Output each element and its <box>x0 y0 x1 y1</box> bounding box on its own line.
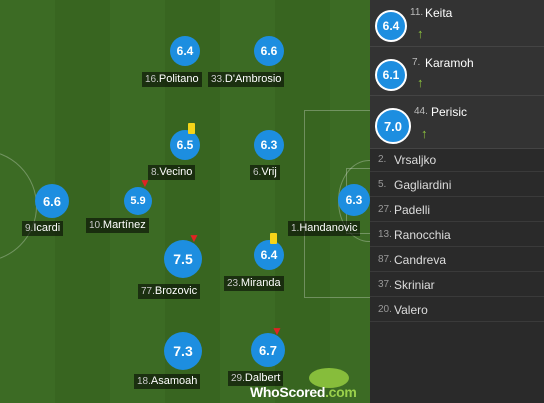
sub-out-icon: ▼ <box>139 176 151 190</box>
player-name: Gagliardini <box>394 178 452 192</box>
player-rating: 7.0 <box>375 108 411 144</box>
player-number: 29. <box>231 373 245 384</box>
player-number: 5. <box>378 179 387 190</box>
player-name-martinez[interactable]: 10.Martínez <box>86 218 149 233</box>
player-number: 11. <box>410 7 424 18</box>
bench-row[interactable]: 37.Skriniar <box>370 276 544 297</box>
player-rating[interactable]: 6.4 <box>254 240 284 270</box>
bench-row[interactable]: 13.Ranocchia <box>370 226 544 247</box>
player-rating[interactable]: 5.9 <box>124 187 152 215</box>
player-number: 23. <box>227 278 241 289</box>
player-name: Handanovic <box>299 222 358 234</box>
player-name-politano[interactable]: 16.Politano <box>142 72 202 87</box>
player-name: Brozovic <box>154 285 198 297</box>
bench-row[interactable]: 5. Gagliardini <box>370 176 544 197</box>
logo-text: WhoScored <box>250 384 326 400</box>
player-name-dalbert[interactable]: 29.Dalbert <box>228 371 284 386</box>
player-rating[interactable]: 6.5 <box>170 130 200 160</box>
player-name-handanovic[interactable]: 1.Handanovic <box>288 221 361 236</box>
player-number: 18. <box>137 376 151 387</box>
player-name-dambrosio[interactable]: 33.D'Ambrosio <box>208 72 285 87</box>
bench-row[interactable]: 27.Padelli <box>370 201 544 222</box>
player-name: D'Ambrosio <box>224 73 282 85</box>
player-name-vrij[interactable]: 6.Vrij <box>250 165 280 180</box>
player-name: Miranda <box>240 277 281 289</box>
player-name: Karamoh <box>425 56 474 70</box>
player-number: 2. <box>378 154 387 165</box>
player-rating[interactable]: 6.7 <box>251 333 285 367</box>
sub-in-arrow-icon: ↑ <box>417 26 424 41</box>
player-rating[interactable]: 6.3 <box>338 184 370 216</box>
player-number: 37. <box>378 279 392 290</box>
logo-suffix: .com <box>325 384 357 400</box>
bench-row[interactable]: 20.Valero <box>370 301 544 322</box>
sub-in-arrow-icon: ↑ <box>421 126 428 141</box>
yellow-card-icon <box>270 233 277 244</box>
player-name: Martínez <box>102 219 146 231</box>
player-number: 6. <box>253 167 262 178</box>
player-name: Padelli <box>394 203 431 217</box>
player-number: 10. <box>89 220 103 231</box>
sub-row-karamoh[interactable]: 6.1 7. Karamoh ↑ <box>370 47 544 96</box>
sub-out-icon: ▼ <box>188 231 200 245</box>
sub-in-arrow-icon: ↑ <box>417 75 424 90</box>
player-name: Vrij <box>261 166 277 178</box>
sub-out-icon: ▼ <box>271 324 283 338</box>
player-rating[interactable]: 7.3 <box>164 332 202 370</box>
player-name: Politano <box>158 73 199 85</box>
substitutes-panel: 6.4 11. Keita ↑ 6.1 7. Karamoh ↑ 7.0 44.… <box>370 0 544 403</box>
bench-row[interactable]: 87.Candreva <box>370 251 544 272</box>
player-name-miranda[interactable]: 23.Miranda <box>224 276 284 291</box>
whoscored-logo-icon <box>309 368 349 388</box>
player-number: 44. <box>414 106 428 117</box>
player-rating[interactable]: 6.6 <box>254 36 284 66</box>
bench-row[interactable]: 2. Vrsaljko <box>370 151 544 172</box>
player-number: 1. <box>291 223 300 234</box>
player-number: 77. <box>141 286 155 297</box>
player-rating: 6.1 <box>375 59 407 91</box>
yellow-card-icon <box>188 123 195 134</box>
player-rating[interactable]: 7.5 <box>164 240 202 278</box>
player-number: 9. <box>25 223 34 234</box>
player-name: Asamoah <box>150 375 198 387</box>
penalty-box <box>304 110 370 298</box>
player-number: 8. <box>151 167 160 178</box>
player-rating: 6.4 <box>375 10 407 42</box>
player-name: Perisic <box>431 105 468 119</box>
whoscored-logo[interactable]: WhoScored.com <box>250 384 357 400</box>
player-name-icardi[interactable]: 9.Icardi <box>22 221 64 236</box>
player-number: 33. <box>211 74 225 85</box>
player-name: Valero <box>394 303 428 317</box>
player-rating[interactable]: 6.6 <box>35 184 69 218</box>
player-name: Vecino <box>159 166 193 178</box>
pitch: 6.4 16.Politano 6.6 33.D'Ambrosio 6.5 8.… <box>0 0 370 403</box>
player-rating[interactable]: 6.4 <box>170 36 200 66</box>
player-number: 16. <box>145 74 159 85</box>
player-rating[interactable]: 6.3 <box>254 130 284 160</box>
player-number: 87. <box>378 254 392 265</box>
player-name-asamoah[interactable]: 18.Asamoah <box>134 374 201 389</box>
player-name: Candreva <box>394 253 447 267</box>
player-number: 7. <box>412 57 421 68</box>
player-name: Ranocchia <box>394 228 451 242</box>
center-circle <box>0 150 37 262</box>
player-name: Icardi <box>33 222 61 234</box>
player-name-vecino[interactable]: 8.Vecino <box>148 165 196 180</box>
player-number: 27. <box>378 204 392 215</box>
player-name-brozovic[interactable]: 77.Brozovic <box>138 284 201 299</box>
sub-row-keita[interactable]: 6.4 11. Keita ↑ <box>370 0 544 47</box>
player-name: Vrsaljko <box>394 153 437 167</box>
player-number: 20. <box>378 304 392 315</box>
sub-row-perisic[interactable]: 7.0 44. Perisic ↑ <box>370 96 544 149</box>
player-name: Skriniar <box>394 278 435 292</box>
player-number: 13. <box>378 229 392 240</box>
player-name: Dalbert <box>244 372 281 384</box>
player-name: Keita <box>425 6 453 20</box>
